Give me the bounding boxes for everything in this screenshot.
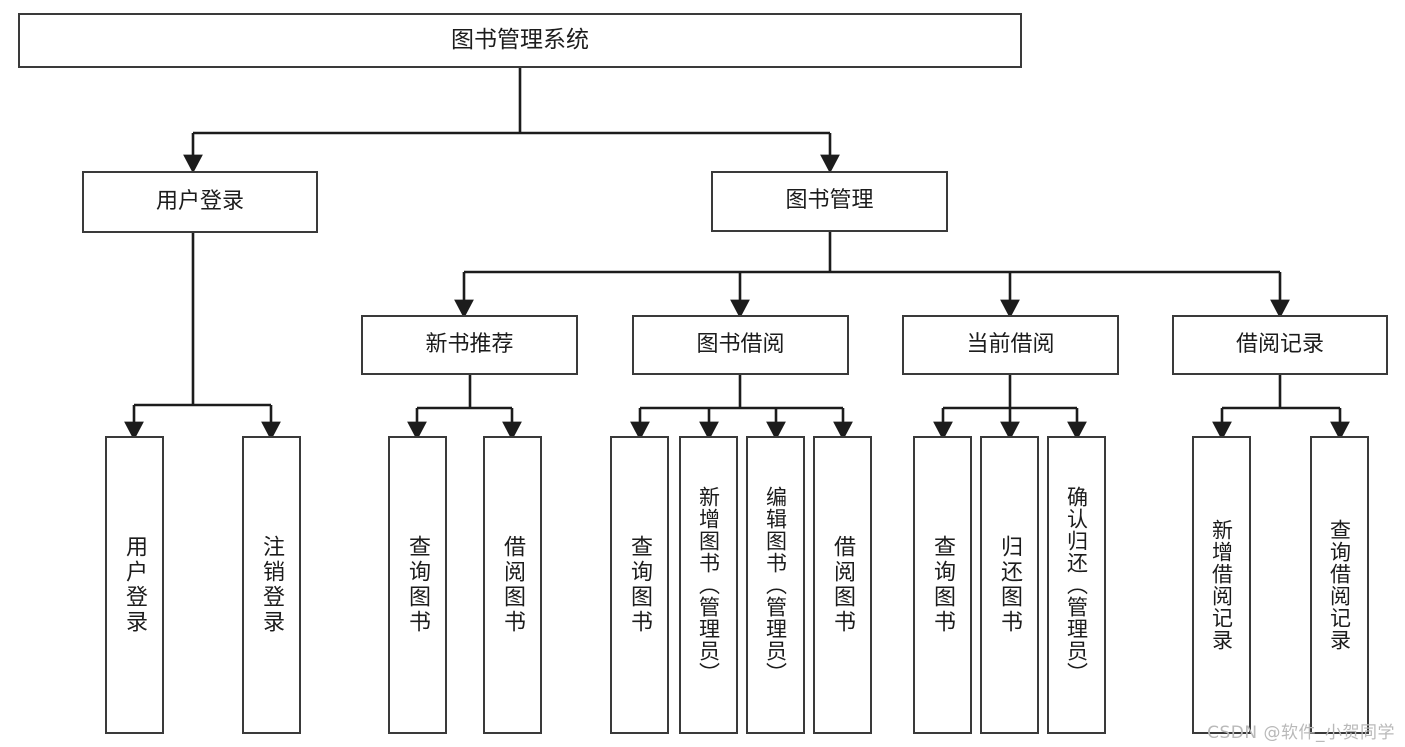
node-book-manage[interactable]: 图书管理 <box>711 171 948 232</box>
leaf-return-book[interactable]: 归还图书 <box>980 436 1039 734</box>
leaf-query-book-1[interactable]: 查询图书 <box>388 436 447 734</box>
leaf-query-book-2[interactable]: 查询图书 <box>610 436 669 734</box>
leaf-borrow-book-2[interactable]: 借阅图书 <box>813 436 872 734</box>
leaf-borrow-book-2-label: 借阅图书 <box>830 535 856 635</box>
leaf-user-logout[interactable]: 注销登录 <box>242 436 301 734</box>
leaf-query-book-1-label: 查询图书 <box>405 535 431 635</box>
leaf-edit-book[interactable]: 编辑图书（管理员） <box>746 436 805 734</box>
node-root-label: 图书管理系统 <box>451 26 589 53</box>
leaf-user-logout-label: 注销登录 <box>259 535 285 635</box>
leaf-user-login[interactable]: 用户登录 <box>105 436 164 734</box>
watermark: CSDN @软件_小贺同学 <box>1207 723 1395 743</box>
leaf-edit-book-label: 编辑图书（管理员） <box>763 486 788 684</box>
leaf-add-record[interactable]: 新增借阅记录 <box>1192 436 1251 734</box>
node-new-book-recommend-label: 新书推荐 <box>425 331 514 357</box>
node-current-borrow-label: 当前借阅 <box>966 331 1055 357</box>
leaf-query-book-3-label: 查询图书 <box>930 535 956 635</box>
node-user-login[interactable]: 用户登录 <box>82 171 318 233</box>
leaf-user-login-label: 用户登录 <box>122 535 148 635</box>
leaf-confirm-return-label: 确认归还（管理员） <box>1064 486 1089 684</box>
leaf-query-record-label: 查询借阅记录 <box>1327 519 1352 651</box>
node-book-borrow[interactable]: 图书借阅 <box>632 315 849 375</box>
leaf-borrow-book-1-label: 借阅图书 <box>500 535 526 635</box>
node-new-book-recommend[interactable]: 新书推荐 <box>361 315 578 375</box>
leaf-add-book[interactable]: 新增图书（管理员） <box>679 436 738 734</box>
node-borrow-record-label: 借阅记录 <box>1235 331 1324 357</box>
leaf-add-book-label: 新增图书（管理员） <box>696 486 721 684</box>
leaf-confirm-return[interactable]: 确认归还（管理员） <box>1047 436 1106 734</box>
leaf-query-record[interactable]: 查询借阅记录 <box>1310 436 1369 734</box>
node-book-manage-label: 图书管理 <box>785 188 874 214</box>
node-user-login-label: 用户登录 <box>155 188 244 214</box>
node-book-borrow-label: 图书借阅 <box>696 331 785 357</box>
node-borrow-record[interactable]: 借阅记录 <box>1172 315 1388 375</box>
node-current-borrow[interactable]: 当前借阅 <box>902 315 1119 375</box>
leaf-return-book-label: 归还图书 <box>997 535 1023 635</box>
leaf-query-book-2-label: 查询图书 <box>627 535 653 635</box>
node-root[interactable]: 图书管理系统 <box>18 13 1022 68</box>
leaf-borrow-book-1[interactable]: 借阅图书 <box>483 436 542 734</box>
leaf-query-book-3[interactable]: 查询图书 <box>913 436 972 734</box>
leaf-add-record-label: 新增借阅记录 <box>1209 519 1234 651</box>
